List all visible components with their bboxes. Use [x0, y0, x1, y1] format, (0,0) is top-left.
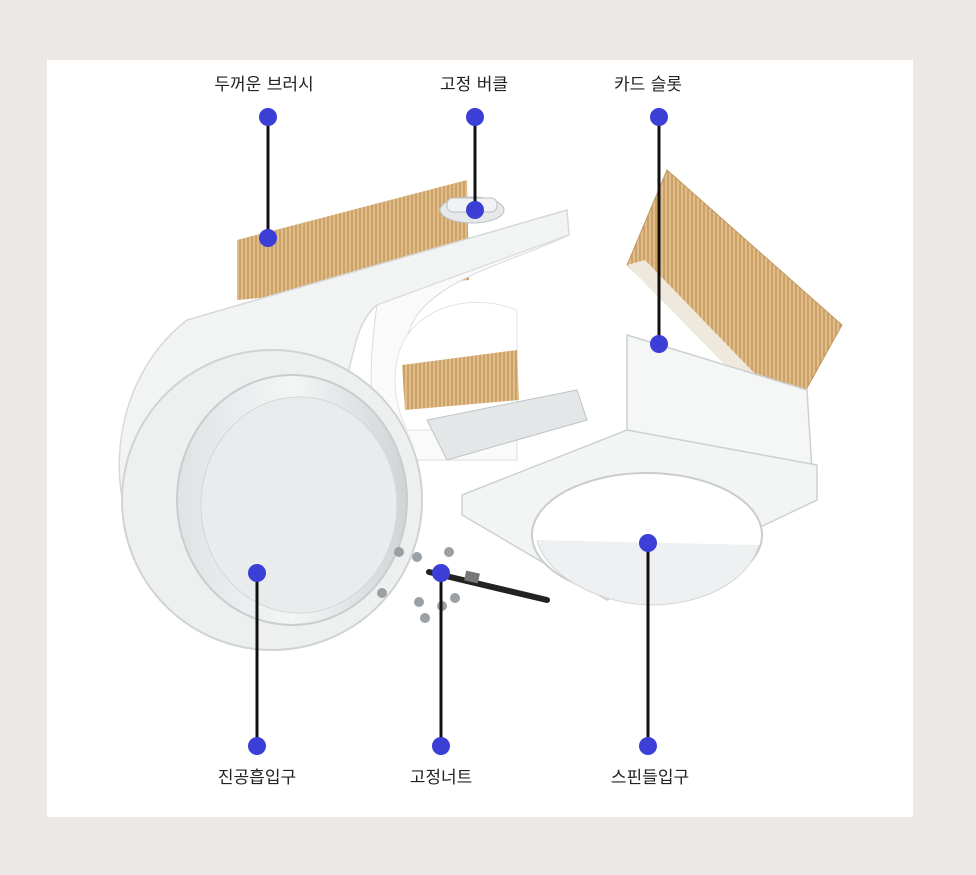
callout-dot	[259, 229, 277, 247]
spindle-plate-image	[461, 169, 843, 606]
callout-dots	[248, 108, 668, 755]
label-vacuum-inlet: 진공흡입구	[217, 768, 297, 788]
callout-dot	[432, 737, 450, 755]
callout-dot	[259, 108, 277, 126]
callout-dot	[650, 335, 668, 353]
callout-dot	[650, 108, 668, 126]
label-fixing-nut: 고정너트	[409, 768, 473, 788]
label-spindle-inlet: 스핀들입구	[610, 768, 690, 788]
label-card-slot: 카드 슬롯	[614, 75, 682, 95]
callout-dot	[248, 737, 266, 755]
vacuum-housing-image	[118, 196, 588, 651]
product-panel: 두꺼운 브러시 고정 버클 카드 슬롯 진공흡입구 고정너트 스핀들입구	[47, 60, 913, 817]
label-thick-brush: 두꺼운 브러시	[214, 75, 314, 95]
callout-dot	[639, 737, 657, 755]
callout-dot	[639, 534, 657, 552]
callout-dot	[248, 564, 266, 582]
callout-dot	[466, 201, 484, 219]
callout-leaders	[255, 117, 661, 746]
label-fixing-buckle: 고정 버클	[440, 75, 508, 95]
dust-shoe-illustration	[118, 108, 843, 755]
callout-dot	[432, 564, 450, 582]
callout-dot	[466, 108, 484, 126]
